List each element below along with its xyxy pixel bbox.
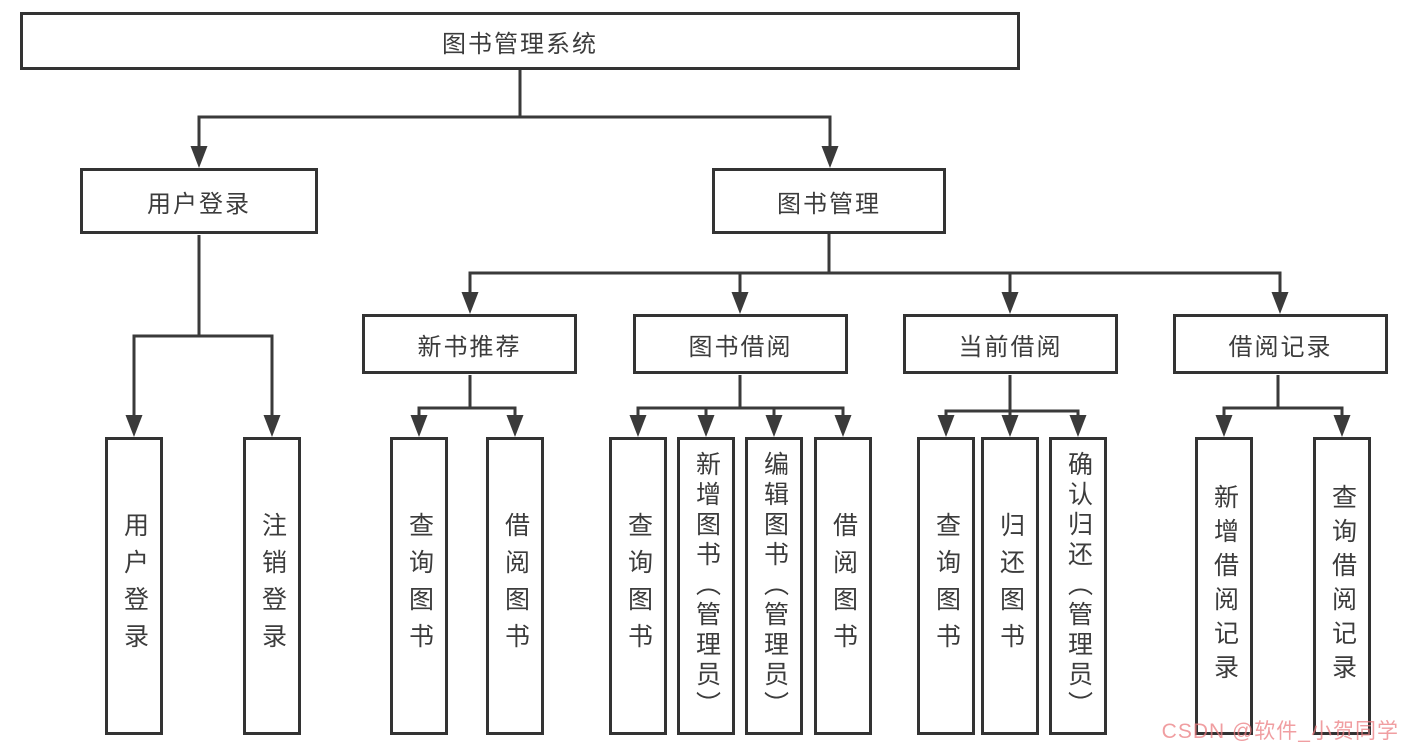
arrowhead [190,146,208,168]
arrowhead [697,415,715,437]
connector-line [636,375,845,419]
connector-root-to-level2 [190,70,839,168]
connector-new-book-recommend-to-leaves [410,375,524,437]
arrowhead [263,415,281,437]
leaf-add-book-admin: 新增图书（管理员） [677,437,735,735]
leaf-query-books-current-label: 查询图书 [932,512,961,660]
node-book-borrow: 图书借阅 [633,314,848,374]
connector-book-management-to-level3 [461,234,1289,314]
node-user-login-label: 用户登录 [147,190,251,218]
connector-line [417,375,517,419]
arrowhead [937,415,955,437]
arrowhead [1333,415,1351,437]
connector-user-login-to-leaves [125,235,281,437]
connector-line [197,70,832,148]
csdn-watermark: CSDN @软件_小贺同学 [1161,720,1399,743]
connector-borrow-records-to-leaves [1215,375,1351,437]
node-user-login: 用户登录 [80,168,318,234]
arrowhead [1001,292,1019,314]
leaf-query-books-borrow: 查询图书 [609,437,667,735]
node-book-borrow-label: 图书借阅 [688,333,793,361]
arrowhead [506,415,524,437]
node-new-book-recommend: 新书推荐 [362,314,577,374]
leaf-add-book-admin-label: 新增图书（管理员） [692,451,721,721]
arrowhead [1069,415,1087,437]
connector-book-borrow-to-leaves [629,375,852,437]
node-book-management-label: 图书管理 [777,190,881,218]
node-borrow-records: 借阅记录 [1173,314,1388,374]
connector-line [132,235,274,419]
leaf-borrow-books-recommend-label: 借阅图书 [501,512,530,660]
leaf-add-borrow-record: 新增借阅记录 [1195,437,1253,735]
node-new-book-recommend-label: 新书推荐 [417,333,522,361]
node-root: 图书管理系统 [20,12,1020,70]
leaf-logout: 注销登录 [243,437,301,735]
connector-current-borrow-to-leaves [937,375,1087,437]
arrowhead [731,292,749,314]
arrowhead [410,415,428,437]
leaf-query-borrow-record-label: 查询借阅记录 [1328,484,1357,688]
arrowhead [821,146,839,168]
arrowhead [461,292,479,314]
arrowhead [125,415,143,437]
node-borrow-records-label: 借阅记录 [1228,333,1333,361]
leaf-edit-book-admin-label: 编辑图书（管理员） [760,451,789,721]
leaf-query-borrow-record: 查询借阅记录 [1313,437,1371,735]
leaf-return-books-label: 归还图书 [996,512,1025,660]
leaf-return-books: 归还图书 [981,437,1039,735]
leaf-confirm-return-admin: 确认归还（管理员） [1049,437,1107,735]
leaf-query-books-borrow-label: 查询图书 [624,512,653,660]
connector-line [1222,375,1344,419]
connector-line [468,234,1282,296]
node-root-label: 图书管理系统 [442,30,598,58]
leaf-query-books-current: 查询图书 [917,437,975,735]
node-current-borrow: 当前借阅 [903,314,1118,374]
node-book-management: 图书管理 [712,168,946,234]
node-current-borrow-label: 当前借阅 [958,333,1063,361]
arrowhead [1271,292,1289,314]
leaf-add-borrow-record-label: 新增借阅记录 [1210,484,1239,688]
leaf-confirm-return-admin-label: 确认归还（管理员） [1064,451,1093,721]
connector-line [944,375,1080,419]
arrowhead [1001,415,1019,437]
leaf-logout-label: 注销登录 [258,512,287,660]
leaf-query-books-recommend: 查询图书 [390,437,448,735]
arrowhead [1215,415,1233,437]
arrowhead [629,415,647,437]
leaf-edit-book-admin: 编辑图书（管理员） [745,437,803,735]
leaf-user-login-label: 用户登录 [120,512,149,660]
leaf-user-login: 用户登录 [105,437,163,735]
arrowhead [765,415,783,437]
leaf-borrow-books-borrow: 借阅图书 [814,437,872,735]
arrowhead [834,415,852,437]
leaf-borrow-books-borrow-label: 借阅图书 [829,512,858,660]
leaf-borrow-books-recommend: 借阅图书 [486,437,544,735]
leaf-query-books-recommend-label: 查询图书 [405,512,434,660]
